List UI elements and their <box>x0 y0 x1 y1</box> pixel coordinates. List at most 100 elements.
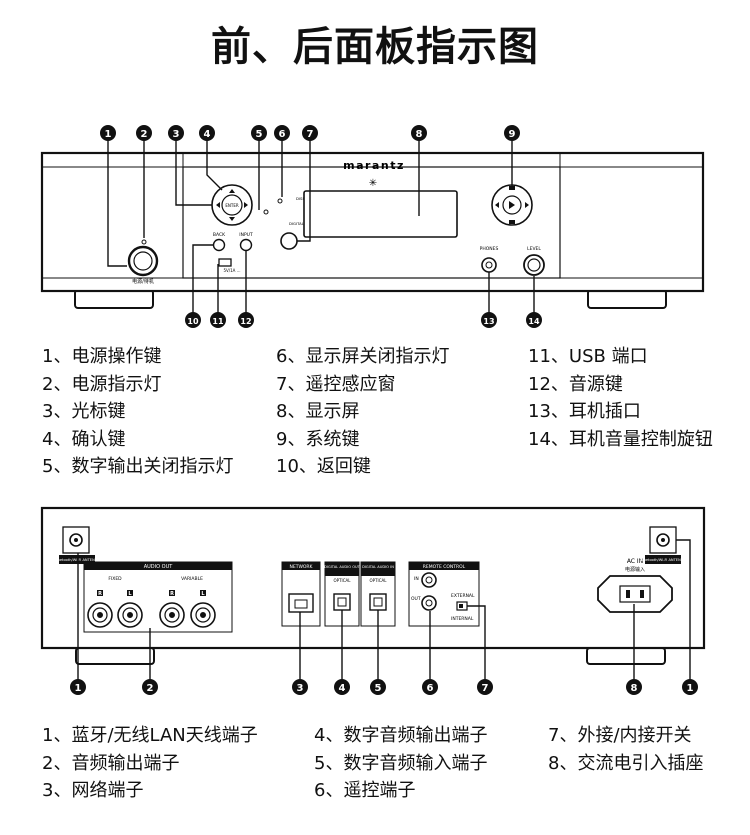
legend-item: 4、数字音频输出端子 <box>314 725 488 746</box>
svg-text:✳: ✳ <box>369 178 377 189</box>
callout-8: 8 <box>411 125 427 141</box>
svg-text:REMOTE CONTROL: REMOTE CONTROL <box>423 564 466 570</box>
legend-item: 4、确认键 <box>42 428 126 450</box>
svg-text:3: 3 <box>297 683 304 694</box>
svg-text:BACK: BACK <box>213 232 226 238</box>
callout-1: 1 <box>100 125 116 141</box>
brand-logo: marantz <box>343 159 405 172</box>
svg-text:ENTER: ENTER <box>225 203 238 208</box>
svg-text:1: 1 <box>75 683 82 694</box>
svg-text:PHONES: PHONES <box>480 246 499 252</box>
svg-text:FIXED: FIXED <box>108 576 122 582</box>
svg-text:4: 4 <box>339 683 346 694</box>
rear-callout-4: 4 <box>334 679 350 695</box>
legend-item: 8、显示屏 <box>276 401 360 422</box>
rear-callout-2: 2 <box>142 679 158 695</box>
svg-text:12: 12 <box>240 317 251 326</box>
front-foot-left <box>74 289 154 309</box>
page-title: 前、后面板指示图 <box>211 24 539 70</box>
svg-text:R: R <box>98 591 102 597</box>
callout-14: 14 <box>526 312 542 328</box>
svg-text:DIGITAL AUDIO IN: DIGITAL AUDIO IN <box>362 565 394 569</box>
rear-callout-8: 8 <box>626 679 642 695</box>
legend-item: 6、显示屏关闭指示灯 <box>276 346 450 367</box>
front-legend-col2: 6、显示屏关闭指示灯 7、遥控感应窗 8、显示屏 9、系统键 10、返回键 <box>276 343 449 481</box>
rear-callout-7: 7 <box>477 679 493 695</box>
rear-callouts: 1 2 3 4 5 6 7 8 1 <box>70 679 698 695</box>
svg-text:LEVEL: LEVEL <box>527 246 541 252</box>
svg-text:6: 6 <box>427 683 434 694</box>
svg-text:Bluetooth/Wi-Fi ANTENNA: Bluetooth/Wi-Fi ANTENNA <box>640 558 686 562</box>
svg-text:5V/1A ...: 5V/1A ... <box>224 268 241 273</box>
svg-text:9: 9 <box>509 129 516 140</box>
svg-text:1: 1 <box>105 129 112 140</box>
legend-item: 11、USB 端口 <box>528 346 648 367</box>
legend-item: 7、外接/内接开关 <box>548 725 692 746</box>
rear-legend-col2: 4、数字音频输出端子 5、数字音频输入端子 6、遥控端子 <box>314 722 487 805</box>
rear-callout-5: 5 <box>370 679 386 695</box>
front-foot-right <box>587 289 667 309</box>
digital-out-off-indicator <box>263 209 269 215</box>
back-button <box>212 238 226 252</box>
input-button <box>239 238 253 252</box>
svg-text:L: L <box>201 591 205 597</box>
legend-item: 14、耳机音量控制旋钮 <box>528 428 713 450</box>
svg-text:7: 7 <box>307 129 314 140</box>
rear-legend-col3: 7、外接/内接开关 8、交流电引入插座 <box>548 722 703 777</box>
legend-item: 3、光标键 <box>42 401 126 422</box>
usb-port <box>218 258 232 267</box>
svg-text:INTERNAL: INTERNAL <box>451 616 474 622</box>
callout-3: 3 <box>168 125 184 141</box>
svg-text:13: 13 <box>483 317 494 326</box>
power-label: 电源/待机 <box>132 278 154 285</box>
svg-text:IN: IN <box>414 576 419 582</box>
svg-text:R: R <box>170 591 174 597</box>
svg-text:EXTERNAL: EXTERNAL <box>451 593 475 599</box>
svg-text:1: 1 <box>687 683 694 694</box>
svg-text:OPTICAL: OPTICAL <box>334 578 352 583</box>
legend-item: 12、音源键 <box>528 373 623 395</box>
svg-text:11: 11 <box>212 317 224 326</box>
svg-text:Bluetooth/Wi-Fi ANTENNA: Bluetooth/Wi-Fi ANTENNA <box>54 558 100 562</box>
rear-callout-1b: 1 <box>682 679 698 695</box>
legend-item: 5、数字输出关闭指示灯 <box>42 456 234 477</box>
svg-text:DIGITAL AUDIO OUT: DIGITAL AUDIO OUT <box>324 565 361 569</box>
callout-9: 9 <box>504 125 520 141</box>
legend-item: 13、耳机插口 <box>528 401 641 422</box>
rear-foot-right <box>586 647 666 665</box>
rear-legend-col1: 1、蓝牙/无线LAN天线端子 2、音频输出端子 3、网络端子 <box>42 722 258 805</box>
enter-button <box>221 194 243 216</box>
legend-item: 2、电源指示灯 <box>42 373 162 395</box>
callout-13: 13 <box>481 312 497 328</box>
svg-text:8: 8 <box>416 129 423 140</box>
callout-2: 2 <box>136 125 152 141</box>
svg-text:7: 7 <box>482 683 489 694</box>
remote-sensor <box>280 232 298 250</box>
callout-5: 5 <box>251 125 267 141</box>
display-window <box>303 190 458 238</box>
legend-item: 7、遥控感应窗 <box>276 373 396 395</box>
svg-text:OUT: OUT <box>411 596 421 602</box>
front-legend-col1: 1、电源操作键 2、电源指示灯 3、光标键 4、确认键 5、数字输出关闭指示灯 <box>42 343 233 481</box>
legend-item: 3、网络端子 <box>42 780 144 801</box>
svg-text:4: 4 <box>204 129 211 140</box>
rear-callout-3: 3 <box>292 679 308 695</box>
legend-item: 8、交流电引入插座 <box>548 752 704 774</box>
svg-text:NETWORK: NETWORK <box>289 564 313 570</box>
legend-item: 5、数字音频输入端子 <box>314 752 488 774</box>
rear-callout-6: 6 <box>422 679 438 695</box>
callout-10: 10 <box>185 312 201 328</box>
rear-foot-left <box>75 647 155 665</box>
callout-6: 6 <box>274 125 290 141</box>
svg-text:8: 8 <box>631 683 638 694</box>
svg-text:AUDIO OUT: AUDIO OUT <box>144 564 174 570</box>
callout-4: 4 <box>199 125 215 141</box>
callout-11: 11 <box>210 312 226 328</box>
legend-item: 6、遥控端子 <box>314 780 416 801</box>
svg-text:VARIABLE: VARIABLE <box>181 576 203 582</box>
svg-text:2: 2 <box>147 683 154 694</box>
front-callouts: 1 2 3 4 5 6 7 8 9 10 11 12 13 14 <box>100 125 542 328</box>
svg-text:6: 6 <box>279 129 286 140</box>
display-off-indicator <box>277 198 283 204</box>
